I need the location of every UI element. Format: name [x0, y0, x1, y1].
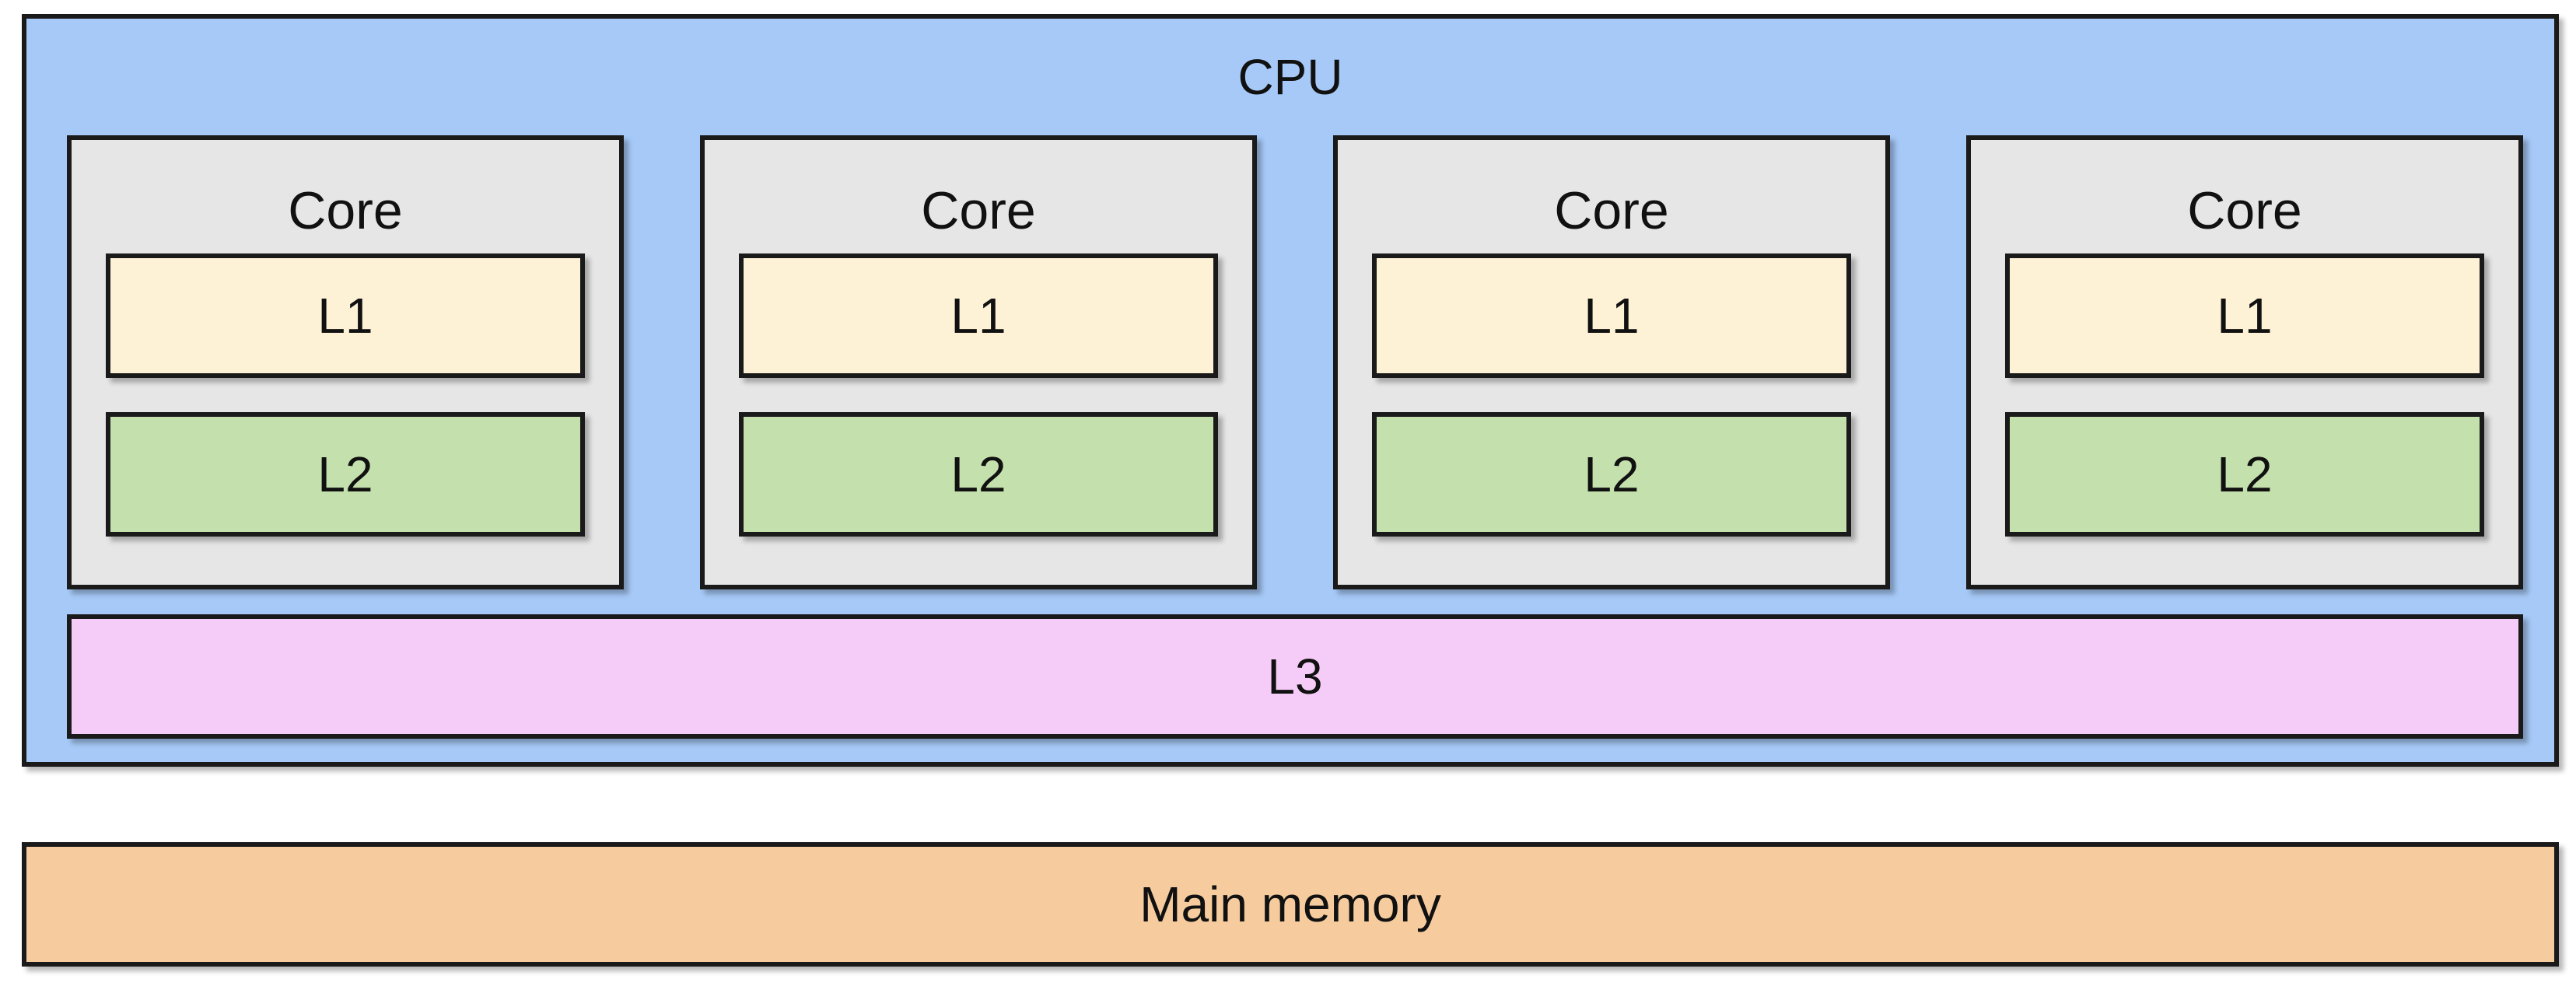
- core-label: Core: [288, 181, 403, 240]
- l2-label: L2: [1584, 446, 1640, 502]
- cpu-box: CPU Core L1 L2 Core L1 L2 Core L1 L2 Cor…: [22, 14, 2559, 767]
- l2-cache: L2: [739, 412, 1218, 537]
- cpu-label: CPU: [1237, 49, 1343, 105]
- main-memory-box: Main memory: [22, 842, 2559, 967]
- core-1: Core L1 L2: [67, 135, 624, 589]
- core-2: Core L1 L2: [700, 135, 1257, 589]
- l2-cache: L2: [2005, 412, 2484, 537]
- l2-label: L2: [950, 446, 1006, 502]
- l1-label: L1: [2217, 288, 2273, 344]
- l3-label: L3: [1267, 649, 1323, 705]
- core-4: Core L1 L2: [1966, 135, 2523, 589]
- l2-cache: L2: [1372, 412, 1851, 537]
- l1-label: L1: [950, 288, 1006, 344]
- l1-label: L1: [317, 288, 373, 344]
- l1-cache: L1: [106, 253, 585, 378]
- core-label: Core: [1554, 181, 1669, 240]
- core-label: Core: [2187, 181, 2302, 240]
- l1-cache: L1: [2005, 253, 2484, 378]
- l1-cache: L1: [739, 253, 1218, 378]
- l2-label: L2: [317, 446, 373, 502]
- l2-cache: L2: [106, 412, 585, 537]
- l2-label: L2: [2217, 446, 2273, 502]
- l1-cache: L1: [1372, 253, 1851, 378]
- main-memory-label: Main memory: [1139, 876, 1441, 932]
- core-3: Core L1 L2: [1333, 135, 1890, 589]
- core-label: Core: [921, 181, 1036, 240]
- l3-cache: L3: [67, 614, 2523, 739]
- l1-label: L1: [1584, 288, 1640, 344]
